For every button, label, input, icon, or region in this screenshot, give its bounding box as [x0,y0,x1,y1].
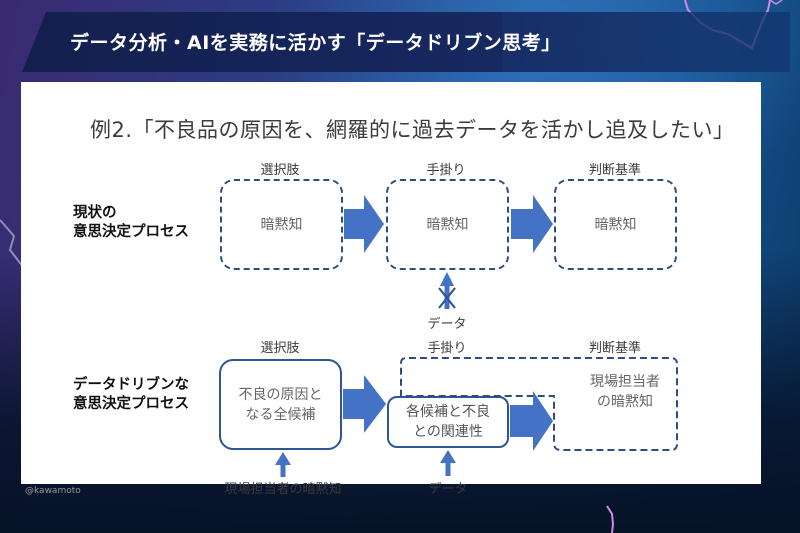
title-band-extension [500,12,790,72]
dd-options-text-line2: なる全候補 [245,406,316,423]
current-arrow-1 [344,195,384,253]
data-driven-process-label-line1: データドリブンな [73,377,189,393]
slide-canvas: 例2.「不良品の原因を、網羅的に過去データを活かし追及したい」 現状の 意思決定… [21,82,761,497]
title-band [22,12,502,72]
dd-tacit-input-label: 現場担当者の暗黙知 [224,482,342,497]
dd-data-input-label: データ [428,482,468,497]
dd-arrow-1 [343,375,386,433]
dd-options-box: 不良の原因と なる全候補 [219,359,342,450]
dd-clues-text-line2: との関連性 [413,424,483,440]
dd-criteria-text-line1: 現場担当者 [590,374,660,390]
current-options-box: 暗黙知 [220,179,343,270]
diagram-shapes [275,195,678,477]
current-process-label-line2: 意思決定プロセス [73,224,189,240]
dd-clues-box: 各候補と不良 との関連性 [387,396,509,448]
slide-heading: 例2.「不良品の原因を、網羅的に過去データを活かし追及したい」 [90,118,735,142]
current-options-text: 暗黙知 [260,216,303,233]
data-driven-process-label: データドリブンな 意思決定プロセス [73,376,189,414]
dd-header-clues: 手掛り [427,341,467,356]
data-driven-process-label-line2: 意思決定プロセス [73,396,189,412]
watermark: @kawamoto [25,486,81,496]
dd-criteria-text: 現場担当者 の暗黙知 [575,372,675,412]
current-header-criteria: 判断基準 [588,163,642,178]
current-clues-text: 暗黙知 [426,216,469,233]
dd-options-text-line1: 不良の原因と [238,386,323,403]
current-header-options: 選択肢 [260,163,300,178]
data-input-arrow-icon [440,450,456,476]
blocked-data-arrow-icon [438,272,456,309]
current-data-input-label: データ [427,317,467,332]
current-process-label-line1: 現状の [73,205,117,221]
dd-header-criteria: 判断基準 [588,341,642,356]
current-process-label: 現状の 意思決定プロセス [73,204,189,242]
current-arrow-2 [511,195,553,253]
page-title: データ分析・AIを実務に活かす「データドリブン思考」 [70,32,561,54]
tacit-input-arrow-icon [275,452,291,477]
current-clues-box: 暗黙知 [386,179,509,270]
current-criteria-box: 暗黙知 [554,179,677,270]
dd-header-options: 選択肢 [260,341,300,356]
dd-criteria-dashed-outline [400,357,678,451]
dd-criteria-text-line2: の暗黙知 [597,394,653,410]
current-criteria-text: 暗黙知 [594,216,637,233]
dd-clues-text-line1: 各候補と不良 [406,404,490,420]
dd-arrow-2 [510,391,553,451]
current-header-clues: 手掛り [426,163,466,178]
